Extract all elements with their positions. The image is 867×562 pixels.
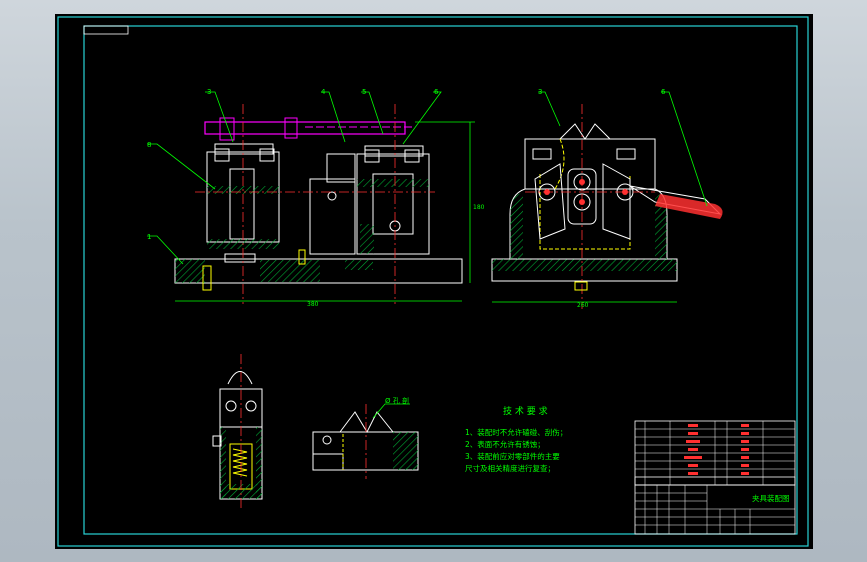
balloon-6: 6 [434,88,439,96]
balloon-1: 1 [147,233,151,241]
detail-hole-label: Ø 孔 剖 [385,396,409,405]
tech-requirements: 技 术 要 求 1、装配时不允许磕碰、刮伤； 2、表面不允许有锈蚀； 3、装配前… [465,405,567,473]
tech-req-item-1: 1、装配时不允许磕碰、刮伤； [465,427,567,437]
section-detail-center: Ø 孔 剖 [312,396,419,479]
inner-frame [83,25,798,535]
section-detail-left [212,354,263,509]
side-view: 3 6 260 [491,88,723,309]
cad-viewport[interactable]: 3 4 5 6 8 1 380 180 [55,14,813,549]
outer-frame [57,16,809,547]
balloon-side-6: 6 [661,88,666,96]
balloon-5: 5 [362,88,366,96]
balloon-3: 3 [207,88,211,96]
balloon-side-3: 3 [538,88,542,96]
dim-front-width: 380 [307,301,319,308]
front-view: 3 4 5 6 8 1 380 180 [147,88,485,308]
dim-front-height: 180 [473,204,485,211]
assembly-drawing: 3 4 5 6 8 1 380 180 [57,16,809,547]
tech-req-item-3: 3、装配前应对零部件的主要 [465,451,560,461]
tech-req-title: 技 术 要 求 [503,405,548,417]
drawing-name: 夹具装配图 [752,493,790,503]
tech-req-item-2: 2、表面不允许有锈蚀； [465,439,545,449]
tech-req-item-4: 尺寸及相关精度进行复查； [465,463,555,473]
balloon-8: 8 [147,141,151,149]
dim-side-width: 260 [577,302,589,309]
balloon-4: 4 [321,88,326,96]
code-box [83,25,129,35]
title-block: 夹具装配图 [634,420,796,535]
